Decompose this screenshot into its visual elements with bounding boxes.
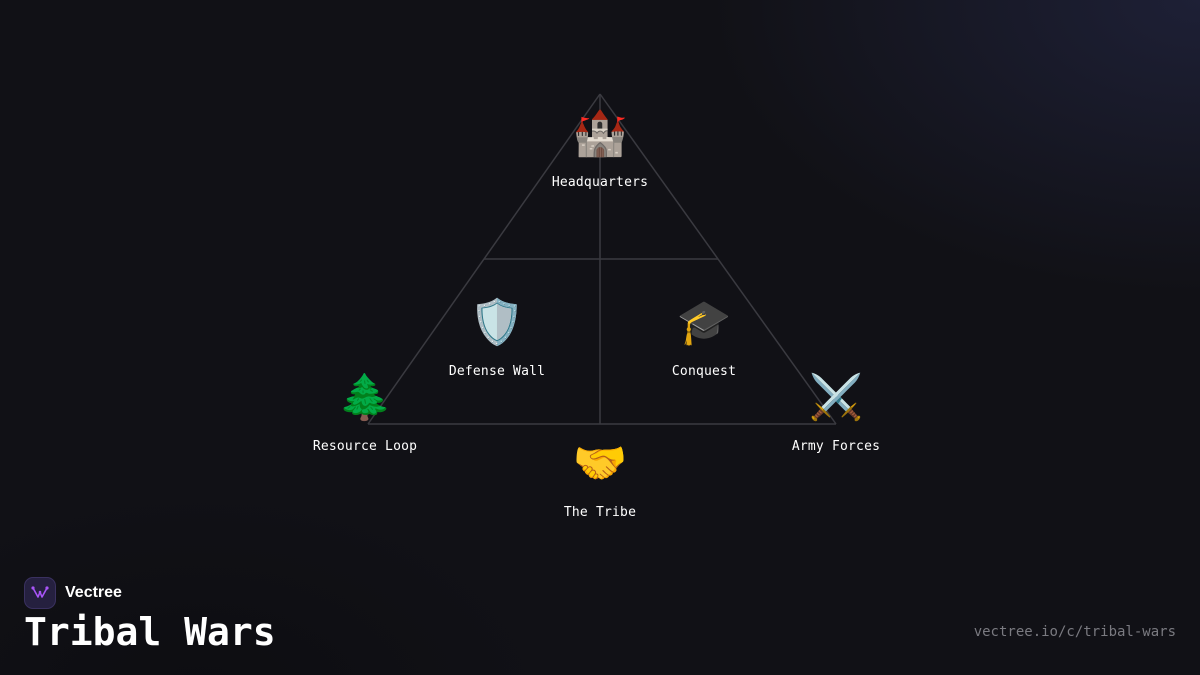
node-label: Army Forces xyxy=(791,439,881,454)
node-army-forces[interactable]: ⚔️ Army Forces xyxy=(746,371,926,454)
node-conquest[interactable]: 🎓 Conquest xyxy=(614,296,794,379)
node-label: Conquest xyxy=(671,364,737,379)
node-label: The Tribe xyxy=(563,505,637,520)
node-defense-wall[interactable]: 🛡️ Defense Wall xyxy=(407,296,587,379)
graduation-cap-icon: 🎓 xyxy=(676,297,732,348)
shield-icon: 🛡️ xyxy=(469,297,525,348)
node-label: Resource Loop xyxy=(312,439,418,454)
castle-icon: 🏰 xyxy=(572,108,628,159)
brand[interactable]: Vectree xyxy=(24,577,122,609)
node-label: Defense Wall xyxy=(448,364,546,379)
node-the-tribe[interactable]: 🤝 The Tribe xyxy=(510,437,690,520)
tree-icon: 🌲 xyxy=(337,372,393,423)
crossed-swords-icon: ⚔️ xyxy=(808,372,864,423)
page-title: Tribal Wars xyxy=(24,610,276,654)
vectree-logo-icon xyxy=(24,577,56,609)
handshake-icon: 🤝 xyxy=(572,438,628,489)
node-resource-loop[interactable]: 🌲 Resource Loop xyxy=(275,371,455,454)
node-headquarters[interactable]: 🏰 Headquarters xyxy=(510,107,690,190)
node-label: Headquarters xyxy=(551,175,649,190)
page-url[interactable]: vectree.io/c/tribal-wars xyxy=(973,624,1176,640)
brand-name: Vectree xyxy=(65,584,122,601)
